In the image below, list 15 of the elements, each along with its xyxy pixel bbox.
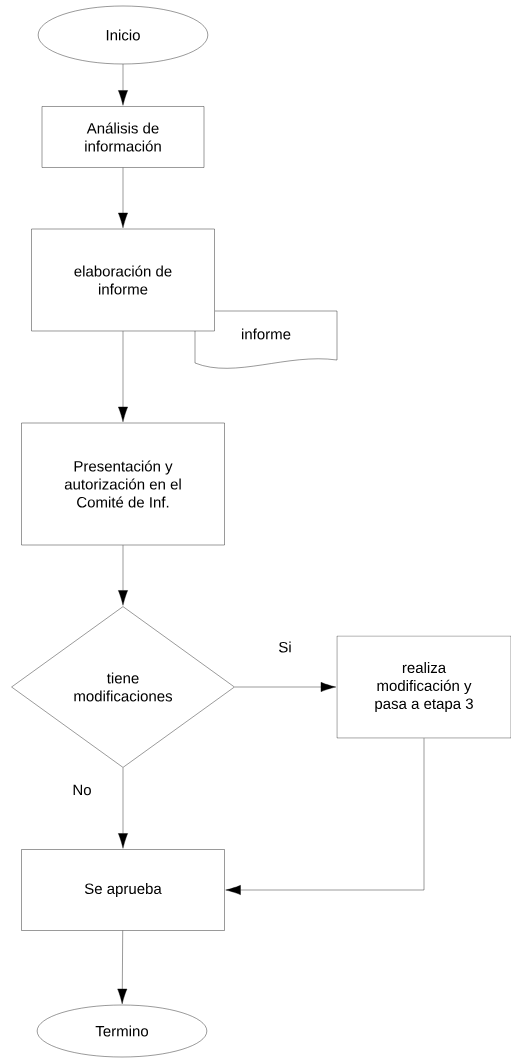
arrow: [118, 767, 128, 849]
edge-label: No: [70, 782, 94, 798]
process-box: Análisis de información: [41, 106, 205, 168]
arrow: [234, 682, 337, 692]
process-box: Presentación y autorización en el Comité de Inf.: [21, 422, 225, 546]
arrow: [117, 930, 128, 1005]
arrow: [118, 167, 128, 228]
process-box: Se aprueba: [21, 849, 225, 931]
arrow: [118, 545, 128, 606]
arrow: [118, 64, 128, 106]
edge-label: Si: [276, 639, 294, 655]
arrow: [225, 738, 425, 895]
process-box: elaboración de informe: [31, 228, 215, 332]
process-box: realiza modificación y pasa a etapa 3: [336, 635, 511, 739]
arrow: [118, 331, 128, 422]
